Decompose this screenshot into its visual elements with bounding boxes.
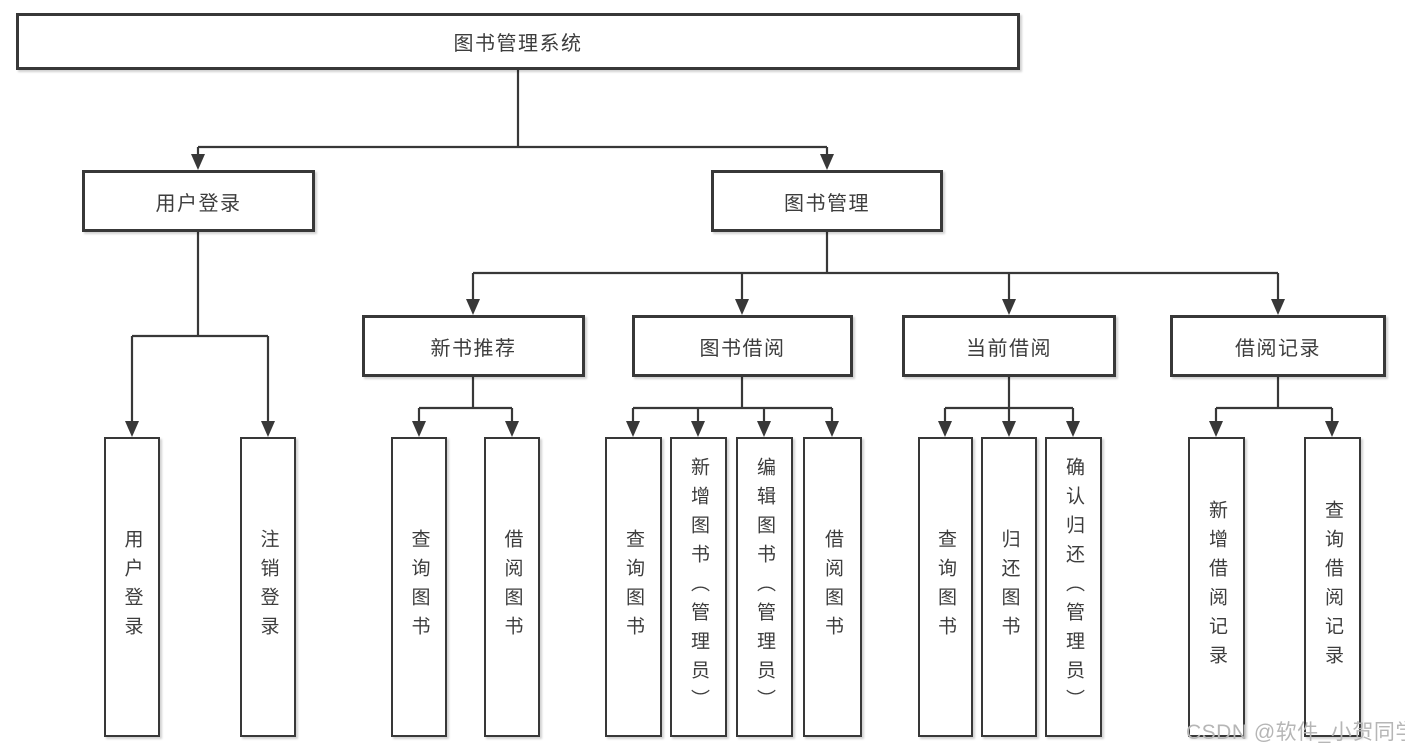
csdn-watermark: CSDN @软件_小贺同学 — [1186, 721, 1405, 744]
leaf-confirm-return-admin: 确认归还（管理员） — [1045, 437, 1102, 737]
leaf-user-login: 用户登录 — [104, 437, 160, 737]
connector-login-to-children — [125, 232, 275, 437]
leaf-logout: 注销登录 — [240, 437, 296, 737]
node-user-login: 用户登录 — [82, 170, 315, 232]
connector-borrow-to-children — [626, 377, 839, 437]
leaf-add-borrow-record: 新增借阅记录 — [1188, 437, 1245, 737]
connector-root-to-level2 — [191, 70, 834, 170]
node-library-system: 图书管理系统 — [16, 13, 1020, 70]
node-book-borrowing: 图书借阅 — [632, 315, 853, 377]
leaf-borrow-books-borrow: 借阅图书 — [803, 437, 862, 737]
leaf-query-borrow-record: 查询借阅记录 — [1304, 437, 1361, 737]
node-current-borrowing: 当前借阅 — [902, 315, 1116, 377]
connector-newbook-to-children — [412, 377, 519, 437]
leaf-return-book: 归还图书 — [981, 437, 1037, 737]
leaf-query-books-current: 查询图书 — [918, 437, 973, 737]
node-new-book-recommend: 新书推荐 — [362, 315, 585, 377]
connector-current-to-children — [938, 377, 1080, 437]
leaf-edit-book-admin: 编辑图书（管理员） — [736, 437, 793, 737]
node-book-management: 图书管理 — [711, 170, 943, 232]
connector-records-to-children — [1209, 377, 1339, 437]
leaf-query-books-recommend: 查询图书 — [391, 437, 447, 737]
node-borrowing-records: 借阅记录 — [1170, 315, 1386, 377]
leaf-borrow-books-recommend: 借阅图书 — [484, 437, 540, 737]
leaf-add-book-admin: 新增图书（管理员） — [670, 437, 727, 737]
connector-bookmgmt-to-level3 — [466, 232, 1285, 315]
leaf-query-books-borrow: 查询图书 — [605, 437, 662, 737]
